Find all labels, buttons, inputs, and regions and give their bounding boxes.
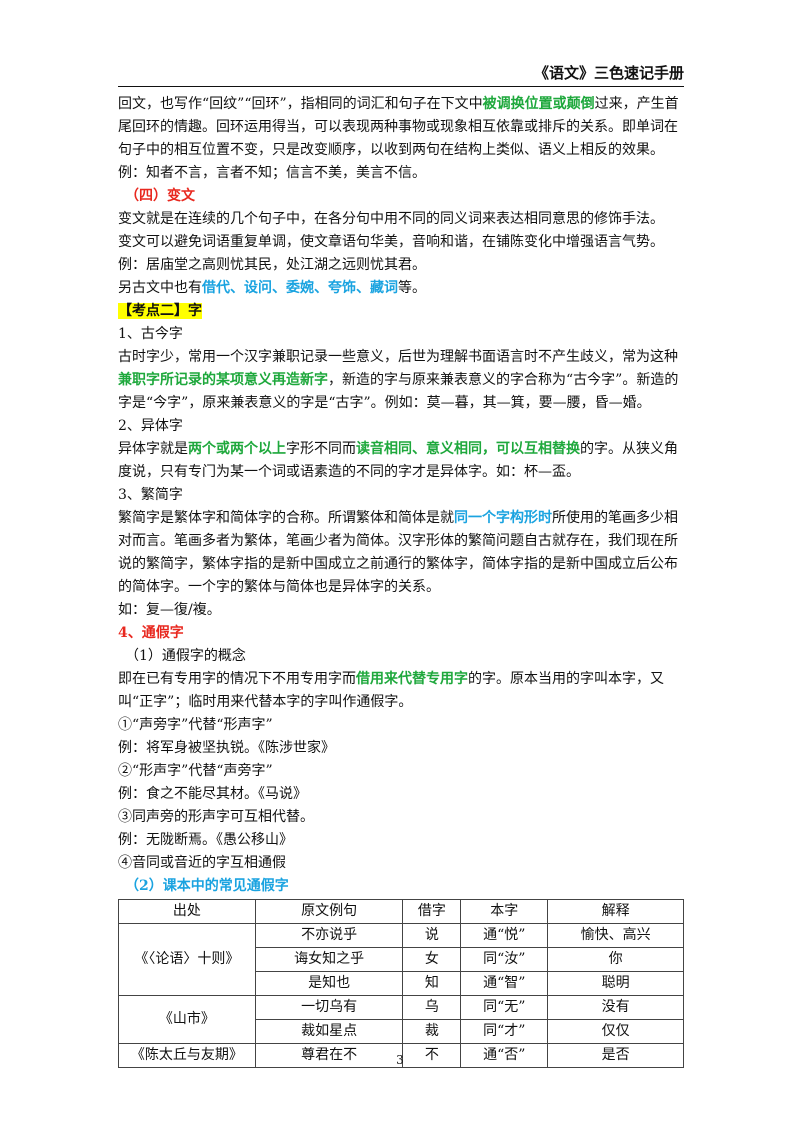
- key-term: 同一个字构形时: [454, 510, 552, 526]
- ben-cell: 同“汝”: [460, 947, 549, 972]
- example-biwen: 例：居庙堂之高则忧其民，处江湖之远则忧其君。: [118, 257, 426, 273]
- key-term: 被调换位置或颠倒: [482, 96, 595, 112]
- source-cell: 《〈论语〉十则》: [118, 923, 256, 996]
- key-term: 借代、设问、委婉、夸饰、藏词: [202, 280, 398, 296]
- explain-cell: 是否: [547, 1043, 684, 1068]
- case-3: ③同声旁的形声字可互相代替。: [118, 809, 314, 825]
- explain-cell: 你: [547, 947, 684, 972]
- source-cell: 《山市》: [118, 995, 256, 1044]
- header-title: 《语文》三色速记手册: [533, 64, 684, 82]
- key-term: 两个或两个以上: [188, 441, 286, 457]
- text: ，新造的字与原来兼表意义的字合称为“古今字”。新造的字是“今字”，原来兼表意义的…: [118, 372, 679, 411]
- sentence-cell: 一切乌有: [254, 995, 404, 1020]
- paragraph-biwen-1: 变文就是在连续的几个句子中，在各分句中用不同的同义词来表达相同意思的修饰手法。: [118, 211, 664, 227]
- ben-cell: 通“悦”: [460, 923, 549, 948]
- content: 回文，也写作“回纹”“回环”，指相同的词汇和句子在下文中被调换位置或颠倒过来，产…: [118, 93, 684, 1068]
- table-row: 《〈论语〉十则》 不亦说乎 说 通“悦” 愉快、高兴: [118, 923, 684, 996]
- case-1-example: 例：将军身被坚执锐。《陈涉世家》: [118, 740, 335, 756]
- explain-cell: 仅仅: [547, 1019, 684, 1044]
- sentence-cell: 是知也: [254, 971, 404, 996]
- paragraph-fanjian: 繁简字是繁体字和简体字的合称。所谓繁体和简体是就同一个字构形时所使用的笔画多少相…: [118, 507, 684, 599]
- highlighted-heading: 【考点二】字: [118, 303, 202, 319]
- jie-cell: 不: [402, 1043, 462, 1068]
- text: 回文，也写作“回纹”“回环”，指相同的词汇和句子在下文中: [118, 96, 483, 112]
- explain-cell: 没有: [547, 995, 684, 1020]
- header-rule: [118, 86, 684, 87]
- heading-yiti: 2、异体字: [118, 418, 183, 434]
- ben-cell: 通“否”: [460, 1043, 549, 1068]
- text: 的字。原本当用的字叫本字，又叫“正字”；临时用来代替本字的字叫作通假字。: [118, 671, 664, 710]
- heading-fanjian: 3、繁简字: [118, 487, 183, 503]
- sentence-cell: 诲女知之乎: [254, 947, 404, 972]
- sentence-cell: 裁如星点: [254, 1019, 404, 1044]
- table-header-row: 出处 原文例句 借字 本字 解释: [118, 899, 684, 924]
- column-header: 解释: [547, 899, 684, 924]
- paragraph-tongjia: 即在已有专用字的情况下不用专用字而借用来代替专用字的字。原本当用的字叫本字，又叫…: [118, 668, 684, 714]
- text: 另古文中也有: [118, 280, 202, 296]
- ben-cell: 通“智”: [460, 971, 549, 996]
- paragraph-yiti: 异体字就是两个或两个以上字形不同而读音相同、意义相同，可以互相替换的字。从狭义角…: [118, 438, 684, 484]
- table-row: 《山市》 一切乌有 乌 同“无” 没有: [118, 995, 684, 1044]
- heading-tongjia-concept: （1）通假字的概念: [125, 648, 246, 664]
- paragraph-huiwen: 回文，也写作“回纹”“回环”，指相同的词汇和句子在下文中被调换位置或颠倒过来，产…: [118, 93, 684, 162]
- ben-cell: 同“无”: [460, 995, 549, 1020]
- table-row: 诲女知之乎 女 同“汝” 你: [119, 947, 684, 972]
- text: 所使用的笔画多少相对而言。笔画多者为繁体，笔画少者为简体。汉字形体的繁简问题自古…: [118, 510, 678, 595]
- sentence-cell: 不亦说乎: [254, 923, 404, 948]
- jie-cell: 知: [402, 971, 462, 996]
- jie-cell: 说: [402, 923, 462, 948]
- table-row: 《陈太丘与友期》 尊君在不 不 通“否” 是否: [118, 1043, 684, 1068]
- column-header: 本字: [460, 899, 549, 924]
- heading-kaodian-2: 【考点二】字: [118, 300, 684, 323]
- heading-biwen: （四）变文: [125, 188, 195, 204]
- ben-cell: 同“才”: [460, 1019, 549, 1044]
- heading-tongjia-common: （2）课本中的常见通假字: [125, 878, 289, 894]
- table-row: 是知也 知 通“智” 聪明: [119, 971, 684, 996]
- heading-tongjia: 4、通假字: [118, 625, 184, 641]
- jie-cell: 女: [402, 947, 462, 972]
- case-3-example: 例：无陇断焉。《愚公移山》: [118, 832, 293, 848]
- text: 古时字少，常用一个汉字兼职记录一些意义，后世为理解书面语言时不产生歧义，常为这种: [118, 349, 678, 365]
- key-term: 兼职字所记录的某项意义再造新字: [118, 372, 328, 388]
- text: 过来，产生首尾回环的情趣。回环运用得当，可以表现两种事物或现象相互依靠或排斥的关…: [118, 96, 679, 158]
- text: 即在已有专用字的情况下不用专用字而: [118, 671, 356, 687]
- key-term: 读音相同、意义相同，可以互相替换: [356, 441, 580, 457]
- heading-gujin: 1、古今字: [118, 326, 183, 342]
- text: 字形不同而: [286, 441, 356, 457]
- paragraph-biwen-2: 变文可以避免词语重复单调，使文章语句华美，音响和谐，在铺陈变化中增强语言气势。: [118, 234, 664, 250]
- case-4: ④音同或音近的字互相通假: [118, 855, 286, 871]
- jie-cell: 裁: [402, 1019, 462, 1044]
- paragraph-other-rhetoric: 另古文中也有借代、设问、委婉、夸饰、藏词等。: [118, 277, 684, 300]
- explain-cell: 愉快、高兴: [547, 923, 684, 948]
- example-fanjian: 如：复—復/複。: [118, 602, 221, 618]
- sentence-cell: 尊君在不: [254, 1043, 404, 1068]
- column-header: 出处: [118, 899, 256, 924]
- column-header: 原文例句: [254, 899, 404, 924]
- text: 的字。从狭义角度说，只有专门为某一个词或语素造的不同的字才是异体字。如：杯—盃。: [118, 441, 678, 480]
- example-huiwen: 例：知者不言，言者不知；信言不美，美言不信。: [118, 165, 426, 181]
- source-cell: 《陈太丘与友期》: [118, 1043, 256, 1068]
- page-number: 3: [396, 1053, 404, 1067]
- key-term: 借用来代替专用字: [356, 671, 468, 687]
- tongjia-table: 出处 原文例句 借字 本字 解释 《〈论语〉十则》 不亦说乎 说 通“悦” 愉快…: [118, 899, 684, 1068]
- text: 异体字就是: [118, 441, 188, 457]
- paragraph-gujin: 古时字少，常用一个汉字兼职记录一些意义，后世为理解书面语言时不产生歧义，常为这种…: [118, 346, 684, 415]
- column-header: 借字: [402, 899, 462, 924]
- explain-cell: 聪明: [547, 971, 684, 996]
- case-2-example: 例：食之不能尽其材。《马说》: [118, 786, 307, 802]
- case-1: ①“声旁字”代替“形声字”: [118, 717, 273, 733]
- jie-cell: 乌: [402, 995, 462, 1020]
- table-row: 裁如星点 裁 同“才” 仅仅: [119, 1019, 684, 1044]
- text: 等。: [398, 280, 426, 296]
- text: 繁简字是繁体字和简体字的合称。所谓繁体和简体是就: [118, 510, 454, 526]
- case-2: ②“形声字”代替“声旁字”: [118, 763, 273, 779]
